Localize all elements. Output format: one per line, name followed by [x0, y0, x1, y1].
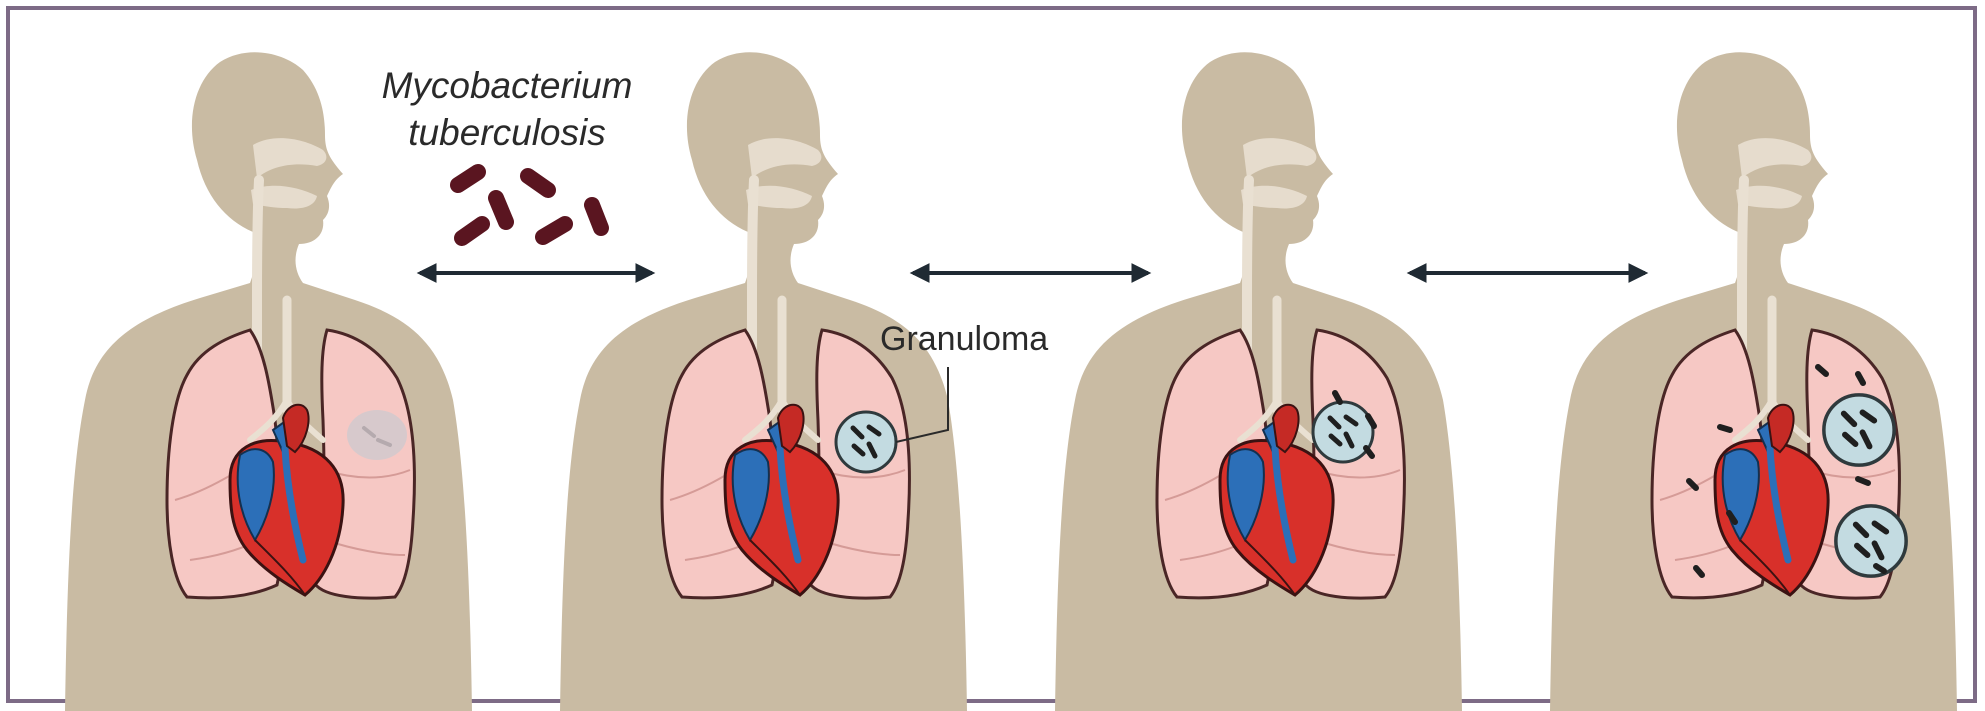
- faint-lesion: [347, 410, 407, 460]
- granuloma-icon: [1313, 402, 1373, 462]
- stage-2-figure: [560, 52, 967, 711]
- stage-4-figure: [1550, 52, 1957, 711]
- granuloma-icon: [1836, 506, 1906, 576]
- granuloma-icon: [1824, 395, 1894, 465]
- stage-3-figure: [1055, 52, 1462, 711]
- stage-1-figure: [65, 52, 472, 711]
- granuloma-icon: [836, 412, 896, 472]
- bacilli-cluster: [458, 172, 601, 238]
